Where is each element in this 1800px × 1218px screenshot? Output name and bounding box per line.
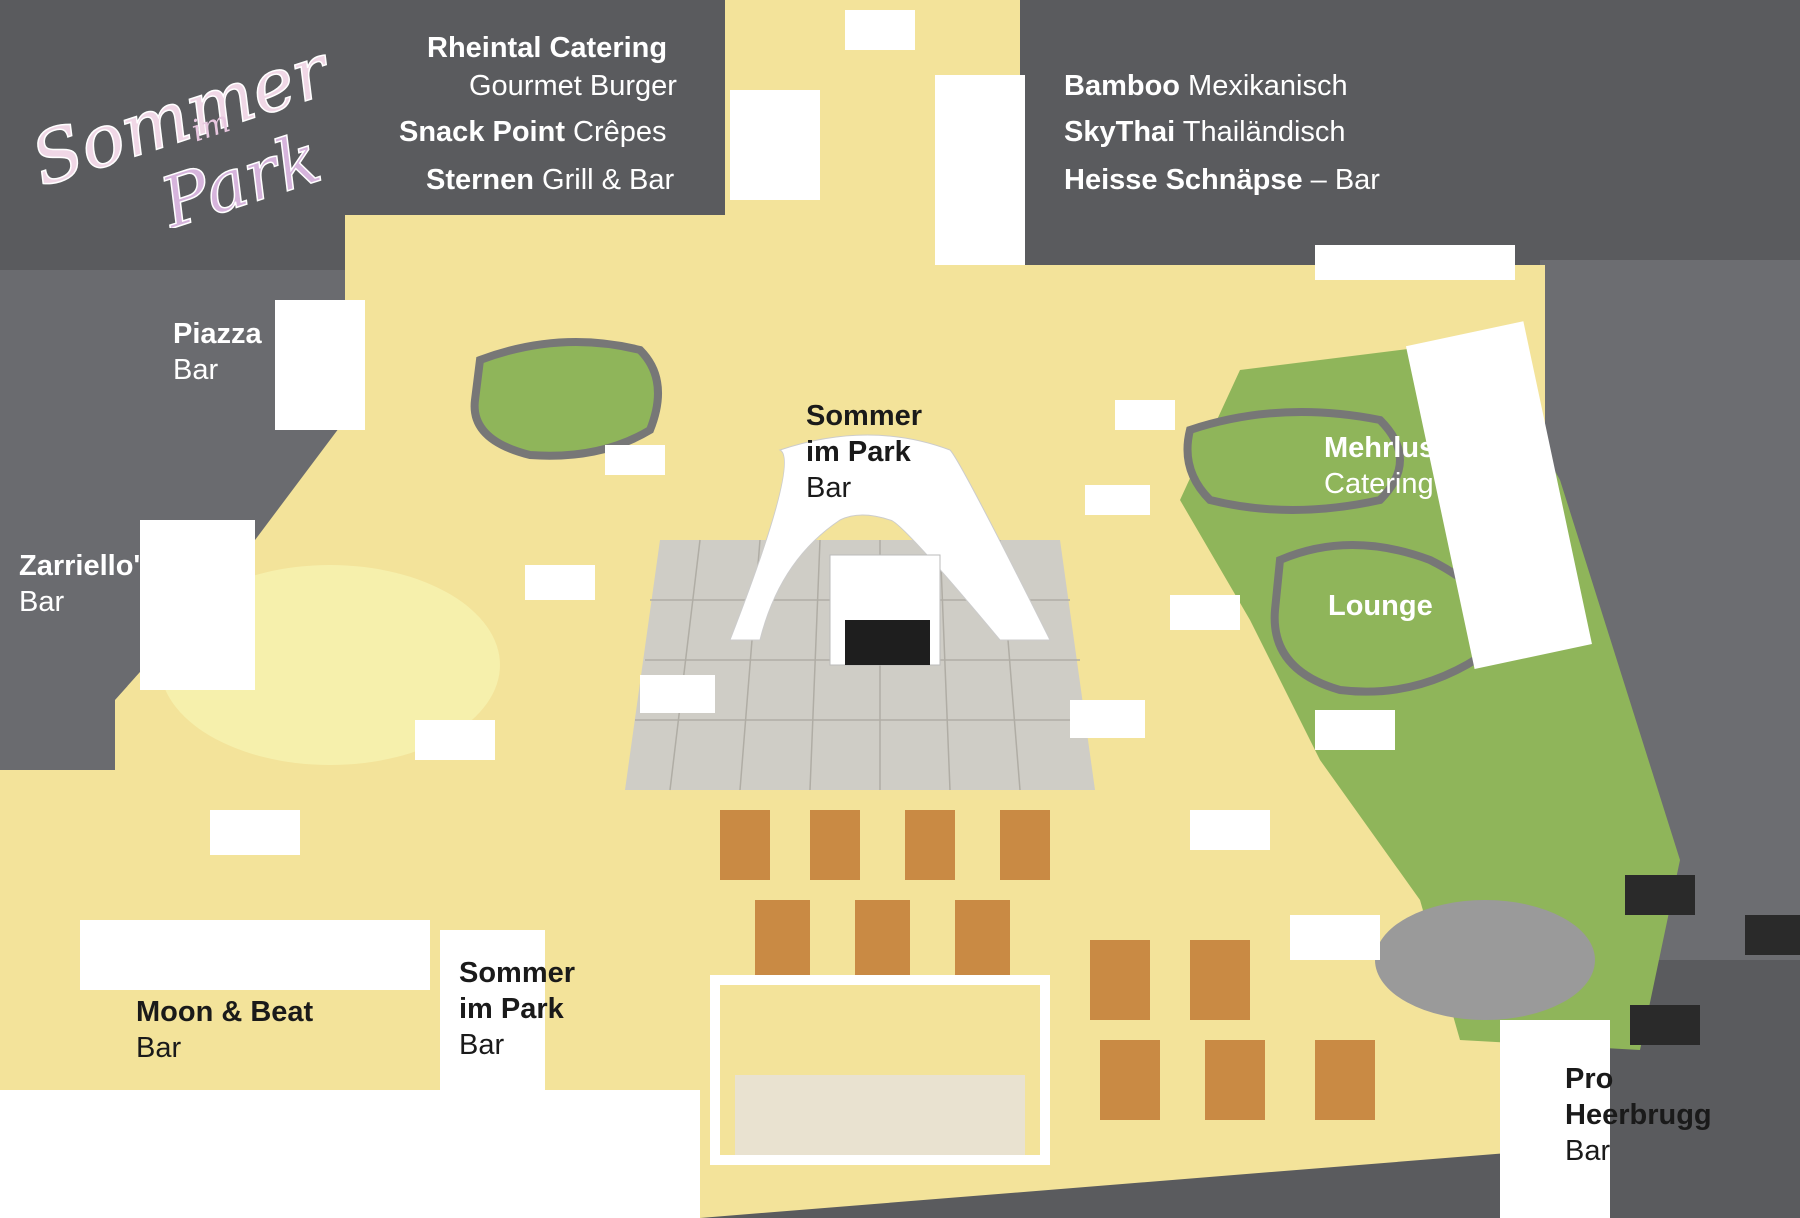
table <box>1625 875 1695 915</box>
bench <box>720 810 770 880</box>
tent-vendors-top-right <box>935 75 1025 265</box>
bench <box>810 810 860 880</box>
vendor-bamboo: Bamboo Mexikanisch <box>1064 68 1348 104</box>
area-lounge: Lounge <box>1328 588 1433 624</box>
bench <box>955 900 1010 975</box>
area-center-name1: Sommer <box>806 400 923 432</box>
area-zarriello-name: Zarriello's <box>19 550 157 582</box>
tent-moon-beat <box>80 920 430 990</box>
central-stage-back <box>845 620 930 665</box>
umbrella <box>1190 810 1270 850</box>
area-pro-heerbrugg-name2: Heerbrugg <box>1565 1099 1712 1131</box>
tent-sommer-bottom <box>440 930 545 1090</box>
area-lounge-name: Lounge <box>1328 590 1433 622</box>
lavender-field <box>1375 900 1595 1020</box>
grass-island-top <box>470 338 662 460</box>
area-sommer-bottom-type: Bar <box>459 1029 505 1061</box>
bench <box>1205 1040 1265 1120</box>
umbrella <box>525 565 595 600</box>
vendor-snack-point-name: Snack Point <box>399 116 565 148</box>
tent-entrance <box>845 10 915 50</box>
umbrella <box>1315 710 1395 750</box>
vendor-sternen-name: Sternen <box>426 164 534 196</box>
vendor-skythai: SkyThai Thailändisch <box>1064 114 1346 150</box>
vendor-gourmet-burger-type: Gourmet Burger <box>469 70 677 102</box>
bench <box>1090 940 1150 1020</box>
area-center-type: Bar <box>806 472 852 504</box>
sommer-im-park-logo: Sommer im Park <box>21 26 343 228</box>
vendor-rheintal: Rheintal Catering <box>427 30 667 66</box>
tent-pro-heerbrugg <box>1500 1020 1610 1218</box>
lawn-tables <box>1625 875 1800 1045</box>
area-sommer-bottom-name2: im Park <box>459 993 564 1025</box>
bench <box>1315 1040 1375 1120</box>
area-moon-beat-type: Bar <box>136 1032 182 1064</box>
area-piazza-name: Piazza <box>173 318 262 350</box>
area-mehrlust-name: Mehrlust <box>1324 432 1445 464</box>
table <box>1630 1005 1700 1045</box>
umbrella <box>1085 485 1150 515</box>
vendor-sternen-type: Grill & Bar <box>533 164 675 196</box>
bench <box>1100 1040 1160 1120</box>
vendor-skythai-type: Thailändisch <box>1175 116 1346 148</box>
umbrella <box>1070 700 1145 738</box>
umbrella <box>1115 400 1175 430</box>
tent-zarriello <box>140 520 255 690</box>
tent-row-right <box>1405 321 1592 669</box>
tent-vendors-top-left <box>730 90 820 200</box>
area-pro-heerbrugg-type: Bar <box>1565 1135 1611 1167</box>
vendor-skythai-name: SkyThai <box>1064 116 1176 148</box>
tent-top-right <box>1315 245 1515 280</box>
area-piazza-type: Bar <box>173 354 219 386</box>
vendor-gourmet-burger: Gourmet Burger <box>469 68 677 104</box>
umbrella <box>1170 595 1240 630</box>
umbrella <box>1290 915 1380 960</box>
vendor-heisse-schnaepse-name: Heisse Schnäpse <box>1064 164 1303 196</box>
bench <box>755 900 810 975</box>
vendor-heisse-schnaepse: Heisse Schnäpse – Bar <box>1064 162 1380 198</box>
area-zarriello-type: Bar <box>19 586 65 618</box>
umbrella <box>415 720 495 760</box>
bench <box>855 900 910 975</box>
benches <box>720 810 1375 1120</box>
umbrella <box>605 445 665 475</box>
vendor-bamboo-name: Bamboo <box>1064 70 1180 102</box>
bottom-stage-truss <box>710 975 1050 1165</box>
bench <box>1000 810 1050 880</box>
table <box>1745 915 1800 955</box>
vendor-sternen: Sternen Grill & Bar <box>426 162 674 198</box>
area-pro-heerbrugg-name1: Pro <box>1565 1063 1614 1095</box>
area-sommer-bottom-name1: Sommer <box>459 957 576 989</box>
vendor-snack-point: Snack Point Crêpes <box>399 114 667 150</box>
vendor-bamboo-type: Mexikanisch <box>1180 70 1348 102</box>
vendor-heisse-schnaepse-type: – Bar <box>1302 164 1380 196</box>
grass-island-mehrlust <box>1183 408 1404 514</box>
tent-piazza <box>275 300 365 430</box>
vendor-rheintal-name: Rheintal Catering <box>427 32 668 64</box>
tents-bottom-row <box>0 1090 700 1218</box>
bench <box>1190 940 1250 1020</box>
umbrella <box>210 810 300 855</box>
bench <box>905 810 955 880</box>
umbrella <box>640 675 715 713</box>
area-moon-beat-name: Moon & Beat <box>136 996 314 1028</box>
area-center-name2: im Park <box>806 436 911 468</box>
umbrellas <box>210 400 1395 960</box>
area-mehrlust-type: Catering <box>1324 468 1434 500</box>
central-tent <box>729 434 1051 641</box>
bottom-stage-floor <box>735 1075 1025 1155</box>
vendor-snack-point-type: Crêpes <box>565 116 667 148</box>
